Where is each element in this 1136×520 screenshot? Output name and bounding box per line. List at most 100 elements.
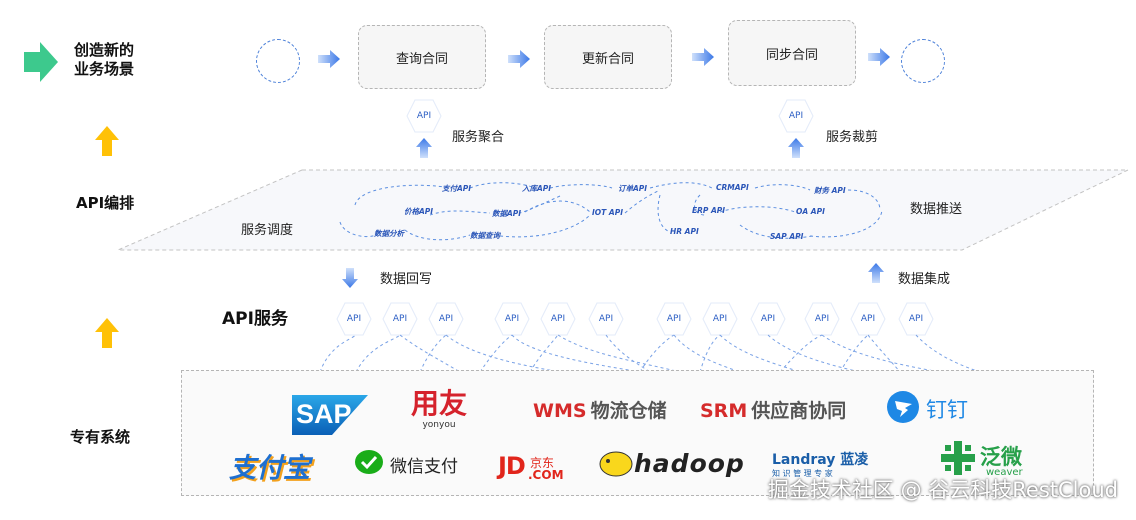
logo-dingtalk: 钉钉 [886, 390, 968, 428]
label-new-business: 创造新的 业务场景 [74, 41, 134, 79]
weaver-icon [941, 441, 975, 475]
right-arrow-icon [868, 48, 890, 66]
yonyou-en-text: yonyou [422, 420, 456, 430]
label-data-writeback: 数据回写 [380, 272, 433, 287]
node-sap-api: SAP API [770, 232, 804, 241]
flow-step-update-contract: 更新合同 [544, 25, 672, 89]
api-service-hex: API [336, 302, 372, 336]
watermark: 掘金技术社区 @ 谷云科技RestCloud [767, 478, 1118, 502]
api-service-hex: API [750, 302, 786, 336]
node-oa-api: OA API [796, 207, 825, 216]
logo-sap: SAP [292, 395, 368, 439]
landray-cn-text: 蓝凌 [840, 452, 869, 468]
api-service-hex: API [702, 302, 738, 336]
api-service-text: API [392, 314, 408, 324]
api-service-text: API [712, 314, 728, 324]
api-service-text: API [598, 314, 614, 324]
api-service-hex: API [850, 302, 886, 336]
label-service-merge: 服务聚合 [452, 130, 505, 145]
down-arrow-icon [342, 268, 358, 288]
right-arrow-icon [508, 50, 530, 68]
srm-cn-text: 供应商协同 [751, 400, 847, 422]
hadoop-elephant-icon [599, 451, 633, 477]
right-arrow-icon [318, 50, 340, 68]
api-service-hex: API [382, 302, 418, 336]
api-service-text: API [346, 314, 362, 324]
logo-hadoop: hadoop [598, 449, 744, 483]
yellow-up-arrow-icon [95, 126, 119, 156]
logo-jd: JD 京东 .COM [498, 452, 564, 482]
jd-com-text: .COM [528, 468, 564, 482]
api-tag-text: API [788, 111, 804, 121]
node-crm-api: CRMAPI [716, 183, 749, 192]
hadoop-text: hadoop [634, 449, 745, 478]
label-api-orchestration: API编排 [76, 194, 135, 212]
flow-start-circle [256, 39, 300, 83]
node-price-api: 价格API [404, 207, 434, 216]
node-inbound-api: 入库API [522, 184, 552, 193]
flow-end-circle [901, 39, 945, 83]
api-service-hex: API [428, 302, 464, 336]
wms-text: WMS [533, 400, 587, 422]
node-data-api: 数据API [492, 209, 522, 218]
api-tag-trim: API [778, 99, 814, 133]
api-service-text: API [550, 314, 566, 324]
node-order-api: 订单API [618, 184, 648, 193]
node-iot-api: IOT API [592, 208, 623, 217]
dingtalk-icon [887, 391, 919, 423]
yonyou-cn-text: 用友 [411, 387, 468, 420]
api-tag-merge: API [406, 99, 442, 133]
wechat-pay-icon [355, 450, 383, 474]
wechat-pay-text: 微信支付 [390, 457, 458, 477]
logo-landray: Landray 蓝凌 知 识 管 理 专 家 [772, 452, 868, 479]
api-service-text: API [908, 314, 924, 324]
api-service-hex: API [656, 302, 692, 336]
api-service-hex: API [898, 302, 934, 336]
landray-sub-text: 知 识 管 理 专 家 [772, 469, 833, 478]
landray-text: Landray [772, 452, 836, 468]
api-service-text: API [814, 314, 830, 324]
label-data-push: 数据推送 [910, 202, 963, 217]
logo-alipay: 支付宝 [229, 453, 310, 484]
label-new-business-line1: 创造新的 [74, 41, 135, 59]
label-proprietary-systems: 专有系统 [70, 428, 131, 446]
api-service-text: API [504, 314, 520, 324]
weaver-en-text: weaver [986, 467, 1023, 478]
dingtalk-text: 钉钉 [926, 398, 968, 422]
api-service-hex: API [494, 302, 530, 336]
node-payment-api: 支付API [442, 184, 472, 193]
jd-text: JD [498, 452, 526, 480]
api-service-text: API [860, 314, 876, 324]
node-erp-api: ERP API [692, 206, 726, 215]
up-arrow-icon [868, 263, 884, 283]
flow-step-query-contract: 查询合同 [358, 25, 486, 89]
label-api-services: API服务 [222, 309, 288, 329]
yellow-up-arrow-icon [95, 318, 119, 348]
flow-step-sync-contract: 同步合同 [728, 20, 856, 86]
api-service-text: API [666, 314, 682, 324]
api-service-hex: API [804, 302, 840, 336]
logo-weaver: 泛微 weaver [940, 441, 1023, 479]
api-service-hex: API [540, 302, 576, 336]
up-arrow-icon [788, 138, 804, 158]
label-data-integration: 数据集成 [898, 272, 951, 287]
weaver-cn-text: 泛微 [980, 445, 1022, 469]
srm-text: SRM [700, 400, 748, 422]
node-data-query: 数据查询 [470, 231, 500, 240]
api-tag-text: API [416, 111, 432, 121]
label-service-dispatch: 服务调度 [241, 223, 294, 238]
api-service-text: API [438, 314, 454, 324]
right-arrow-icon [692, 48, 714, 66]
wms-cn-text: 物流仓储 [590, 400, 667, 422]
label-new-business-line2: 业务场景 [74, 60, 135, 78]
api-service-text: API [760, 314, 776, 324]
label-service-trim: 服务裁剪 [826, 130, 879, 145]
logo-wechat-pay: 微信支付 [354, 449, 458, 481]
node-hr-api: HR API [670, 227, 699, 236]
node-finance-api: 财务 API [814, 186, 846, 195]
